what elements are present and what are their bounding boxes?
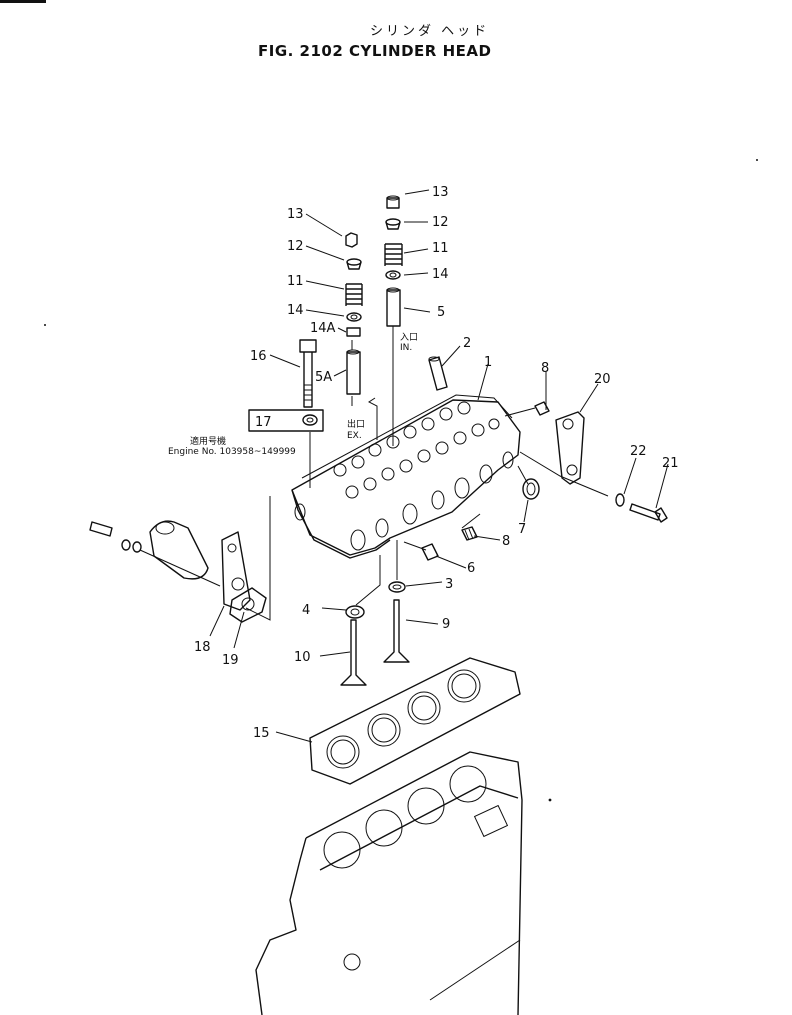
- callout-18: 18: [194, 640, 211, 655]
- valve-cap-13-right: [386, 195, 400, 209]
- valve-seal-14a: [346, 327, 361, 337]
- exhaust-note-jp: 出口: [347, 418, 365, 430]
- intake-note-jp: 入口: [400, 332, 418, 343]
- water-outlet: [89, 520, 209, 580]
- valve-guide-5: [386, 287, 401, 327]
- callout-labels: 13 12 11 14 14A 16 5A 17 13 12 11 14 5 2…: [194, 185, 679, 741]
- callout-1: 1: [484, 355, 492, 370]
- guide-lines: [139, 326, 609, 621]
- callout-4: 4: [302, 603, 310, 618]
- callout-21: 21: [662, 456, 679, 471]
- serial-note-jp: 適用号機: [190, 435, 226, 447]
- callout-14-left: 14: [287, 303, 304, 318]
- washer-17-box: [248, 409, 324, 432]
- serial-note: Engine No. 103958~149999: [168, 447, 296, 457]
- gasket-19: [229, 587, 267, 623]
- callout-6: 6: [467, 561, 475, 576]
- callout-22: 22: [630, 444, 647, 459]
- cylinder-block: [255, 751, 523, 1015]
- stray-marks: [44, 159, 758, 802]
- callout-15: 15: [253, 726, 270, 741]
- title-japanese: シリンダ ヘッド: [370, 24, 490, 39]
- callout-12-right: 12: [432, 215, 449, 230]
- plug-6: [421, 543, 439, 561]
- callout-17: 17: [255, 415, 272, 430]
- valve-cap-13-left: [345, 232, 358, 248]
- callout-2: 2: [463, 336, 471, 351]
- callout-5: 5: [437, 305, 445, 320]
- valve-spring-11-left: [345, 283, 363, 306]
- bracket-20: [555, 411, 585, 485]
- valve-retainer-12-right: [385, 218, 401, 230]
- head-gasket-15: [309, 657, 521, 785]
- callout-3: 3: [445, 577, 453, 592]
- valve-guide-5a: [346, 349, 361, 395]
- exhaust-valve-10: [340, 619, 367, 686]
- callout-13-left: 13: [287, 207, 304, 222]
- callout-8-lower: 8: [502, 534, 510, 549]
- callout-11-left: 11: [287, 274, 304, 289]
- hanger-18: [221, 531, 251, 611]
- callout-9: 9: [442, 617, 450, 632]
- callout-14A: 14A: [310, 321, 336, 336]
- intake-valve-9: [383, 599, 410, 663]
- plug-7: [522, 478, 540, 500]
- header-rule: [0, 0, 46, 3]
- dowel-2: [428, 356, 448, 391]
- cylinder-head-1: [291, 394, 521, 559]
- callout-13-right: 13: [432, 185, 449, 200]
- exhaust-note: EX.: [347, 431, 362, 441]
- callout-19: 19: [222, 653, 239, 668]
- leader-lines: [209, 189, 669, 743]
- washer-22: [615, 493, 625, 507]
- figure-title: FIG. 2102 CYLINDER HEAD: [258, 42, 492, 60]
- bolt-21: [629, 503, 668, 523]
- valve-retainer-12-left: [346, 258, 362, 270]
- callout-10: 10: [294, 650, 311, 665]
- spring-seat-14-right: [385, 270, 401, 280]
- intake-note: IN.: [400, 343, 412, 353]
- plug-8-upper: [534, 401, 550, 416]
- valve-seat-4: [345, 605, 365, 619]
- spring-seat-14-left: [346, 312, 362, 322]
- valve-seat-3: [388, 581, 406, 593]
- callout-8-upper: 8: [541, 361, 549, 376]
- callout-7: 7: [518, 522, 526, 537]
- callout-20: 20: [594, 372, 611, 387]
- notes: 適用号機 Engine No. 103958~149999 出口 EX. 入口 …: [168, 332, 418, 457]
- callout-16: 16: [250, 349, 267, 364]
- callout-5A: 5A: [315, 370, 332, 385]
- valve-spring-11-right: [384, 243, 403, 266]
- callout-11-right: 11: [432, 241, 449, 256]
- plug-8-lower: [461, 526, 478, 541]
- head-bolt-16: [299, 339, 317, 408]
- callout-14-right: 14: [432, 267, 449, 282]
- callout-12-left: 12: [287, 239, 304, 254]
